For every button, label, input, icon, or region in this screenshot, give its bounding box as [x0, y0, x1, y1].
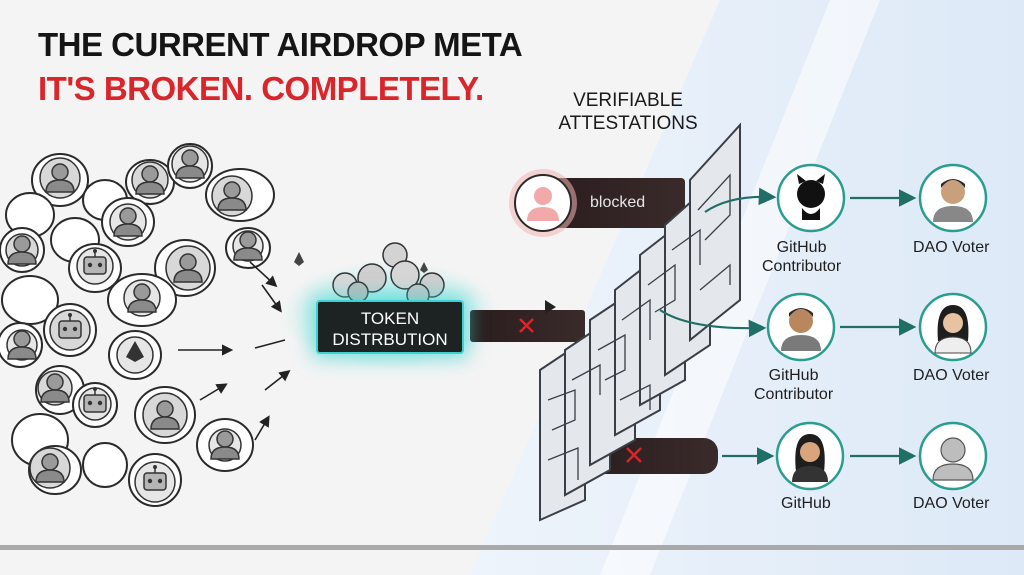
user-avatars — [5, 145, 264, 503]
dao-voter-avatar — [918, 292, 988, 362]
wall-circuit-lines — [547, 173, 731, 480]
row-1-right-label: DAO Voter — [913, 239, 990, 256]
github-contributor-avatar — [776, 163, 846, 233]
bottom-divider — [0, 545, 1024, 550]
blocked-label: blocked — [590, 194, 646, 211]
coin-pile — [332, 242, 445, 307]
blocked-avatar — [514, 174, 572, 232]
ethereum-icon — [294, 252, 304, 266]
page-subtitle: IT'S BROKEN. COMPLETELY. — [38, 70, 484, 107]
ethereum-icon — [420, 262, 428, 273]
github-contributor-avatar — [766, 292, 836, 362]
github-avatar — [775, 421, 845, 491]
row-3-left-label: GitHub — [781, 495, 831, 512]
arrow-icon — [545, 300, 556, 314]
row-2-right-label: DAO Voter — [913, 367, 990, 384]
dao-voter-avatar — [918, 163, 988, 233]
inflow-arrows — [178, 261, 291, 441]
page-title: THE CURRENT AIRDROP META — [38, 26, 523, 63]
dao-voter-avatar — [918, 421, 988, 491]
x-mark-icon — [519, 318, 642, 463]
row-3-right-label: DAO Voter — [913, 495, 990, 512]
blocked-bar-top — [545, 178, 685, 228]
verified-flow-arrows — [659, 187, 917, 465]
